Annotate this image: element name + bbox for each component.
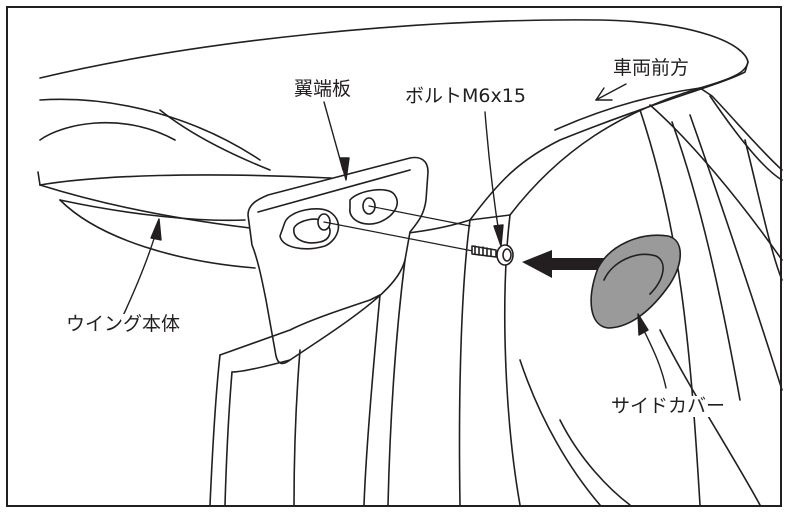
- vehicle-rear-glass: [639, 87, 783, 506]
- leader-lines: [121, 101, 667, 389]
- figure-frame: [6, 6, 782, 507]
- label-side-cover: サイドカバー: [608, 396, 729, 417]
- label-end-plate: 翼端板: [291, 79, 355, 100]
- vehicle-roof: [39, 19, 749, 221]
- label-wing-body: ウイング本体: [63, 314, 184, 335]
- side-cover: [590, 234, 681, 329]
- label-bolt: ボルトM6x15: [402, 86, 529, 107]
- insert-arrow: [522, 250, 604, 278]
- vehicle-front-arrow: [595, 83, 627, 101]
- bolt: [471, 244, 514, 266]
- label-vehicle-front: 車両前方: [610, 58, 693, 79]
- alignment-lines: [323, 205, 479, 253]
- end-plate: [209, 156, 429, 506]
